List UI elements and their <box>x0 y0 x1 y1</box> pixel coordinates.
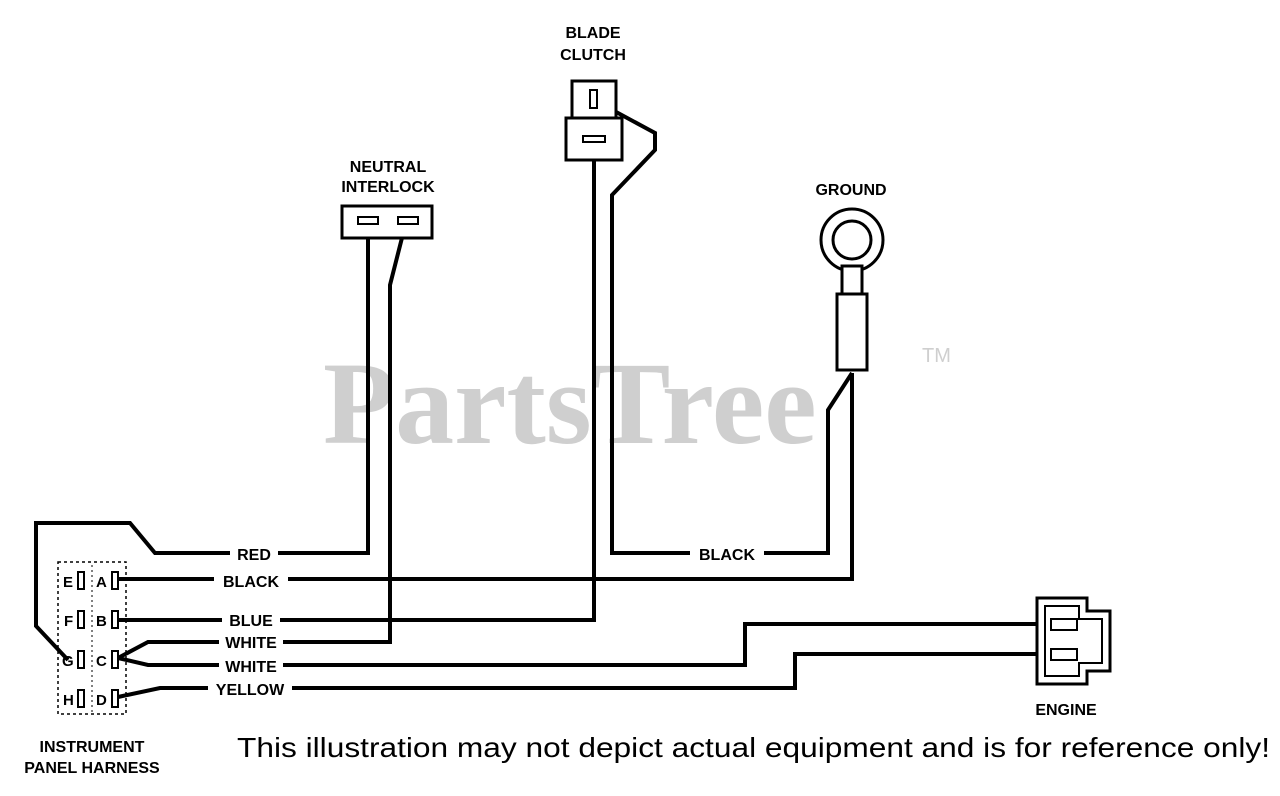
wire-yellow <box>117 652 1058 699</box>
harness-socket-c <box>111 650 119 669</box>
harness-socket-b <box>111 610 119 629</box>
neutral-interlock-label-line2: INTERLOCK <box>341 179 435 196</box>
interlock-terminal-left <box>357 216 379 225</box>
engine-terminal-bottom <box>1050 648 1078 661</box>
harness-socket-e <box>77 571 85 590</box>
ground-ring-terminal <box>819 207 885 372</box>
blade-clutch-label-line1: BLADE <box>565 25 620 42</box>
harness-socket-h <box>77 689 85 708</box>
watermark-trademark: TM <box>922 345 951 367</box>
wire-label-black-clutch: BLACK <box>699 547 755 564</box>
harness-pin-b: B <box>96 613 107 630</box>
harness-pin-f: F <box>64 613 73 630</box>
wire-black-harness <box>118 373 854 581</box>
wire-label-yellow: YELLOW <box>216 682 285 699</box>
harness-label-line2: PANEL HARNESS <box>24 760 160 777</box>
engine-terminal-top <box>1050 618 1078 631</box>
engine-connector <box>1035 596 1112 686</box>
blade-clutch-connector <box>564 79 624 162</box>
harness-pin-e: E <box>63 574 73 591</box>
interlock-terminal-right <box>397 216 419 225</box>
harness-socket-a <box>111 571 119 590</box>
harness-socket-f <box>77 610 85 629</box>
neutral-interlock-label-line1: NEUTRAL <box>350 159 427 176</box>
clutch-terminal-top <box>589 89 598 109</box>
neutral-interlock-switch <box>340 204 434 240</box>
harness-pin-a: A <box>96 574 107 591</box>
engine-label: ENGINE <box>1035 702 1097 719</box>
harness-pin-d: D <box>96 692 107 709</box>
wire-red <box>34 226 370 662</box>
wire-black-clutch <box>593 98 854 555</box>
ground-label: GROUND <box>815 182 886 199</box>
wire-label-blue: BLUE <box>229 613 273 630</box>
watermark: PartsTree <box>323 338 817 469</box>
blade-clutch-label-line2: CLUTCH <box>560 47 626 64</box>
harness-pin-g: G <box>62 653 74 670</box>
harness-pin-c: C <box>96 653 107 670</box>
wire-label-white-1: WHITE <box>225 635 277 652</box>
harness-socket-d <box>111 689 119 708</box>
disclaimer: This illustration may not depict actual … <box>237 732 1270 763</box>
wire-label-white-2: WHITE <box>225 659 277 676</box>
wire-label-black-harness: BLACK <box>223 574 279 591</box>
wire-white-2 <box>117 622 1058 667</box>
instrument-panel-harness-connector <box>57 561 127 715</box>
harness-pin-h: H <box>63 692 74 709</box>
wire-white-1 <box>117 225 407 660</box>
harness-label-line1: INSTRUMENT <box>40 739 145 756</box>
wire-label-backgrounds <box>208 544 764 698</box>
wire-label-red: RED <box>237 547 271 564</box>
ground-crimp-sleeve <box>835 292 869 372</box>
clutch-terminal-bottom <box>582 135 606 143</box>
harness-socket-g <box>77 650 85 669</box>
